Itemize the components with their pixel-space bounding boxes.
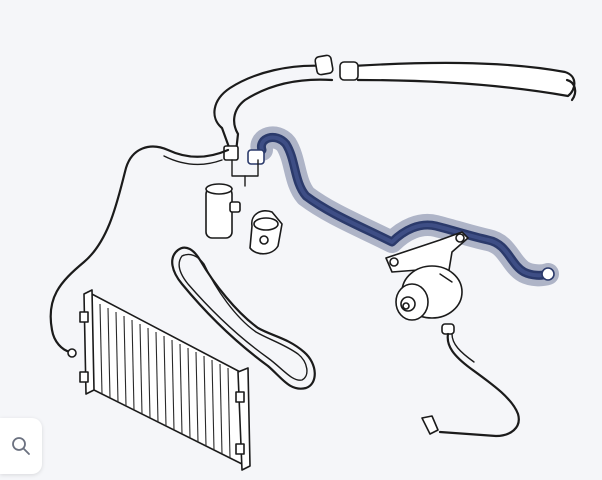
liquid-line-hose[interactable] — [49, 145, 230, 358]
drive-belt[interactable] — [171, 246, 316, 390]
search-icon — [12, 437, 30, 455]
receiver-drier[interactable] — [205, 183, 241, 239]
ac-compressor[interactable] — [385, 231, 469, 321]
expansion-valve[interactable] — [249, 210, 283, 255]
lower-discharge-hose[interactable] — [421, 323, 520, 438]
long-suction-hose[interactable] — [339, 61, 577, 102]
search-button[interactable] — [0, 418, 42, 474]
highlighted-compressor-hose[interactable] — [247, 126, 559, 287]
condenser[interactable] — [79, 289, 251, 471]
callout-leader-lines — [231, 159, 259, 187]
